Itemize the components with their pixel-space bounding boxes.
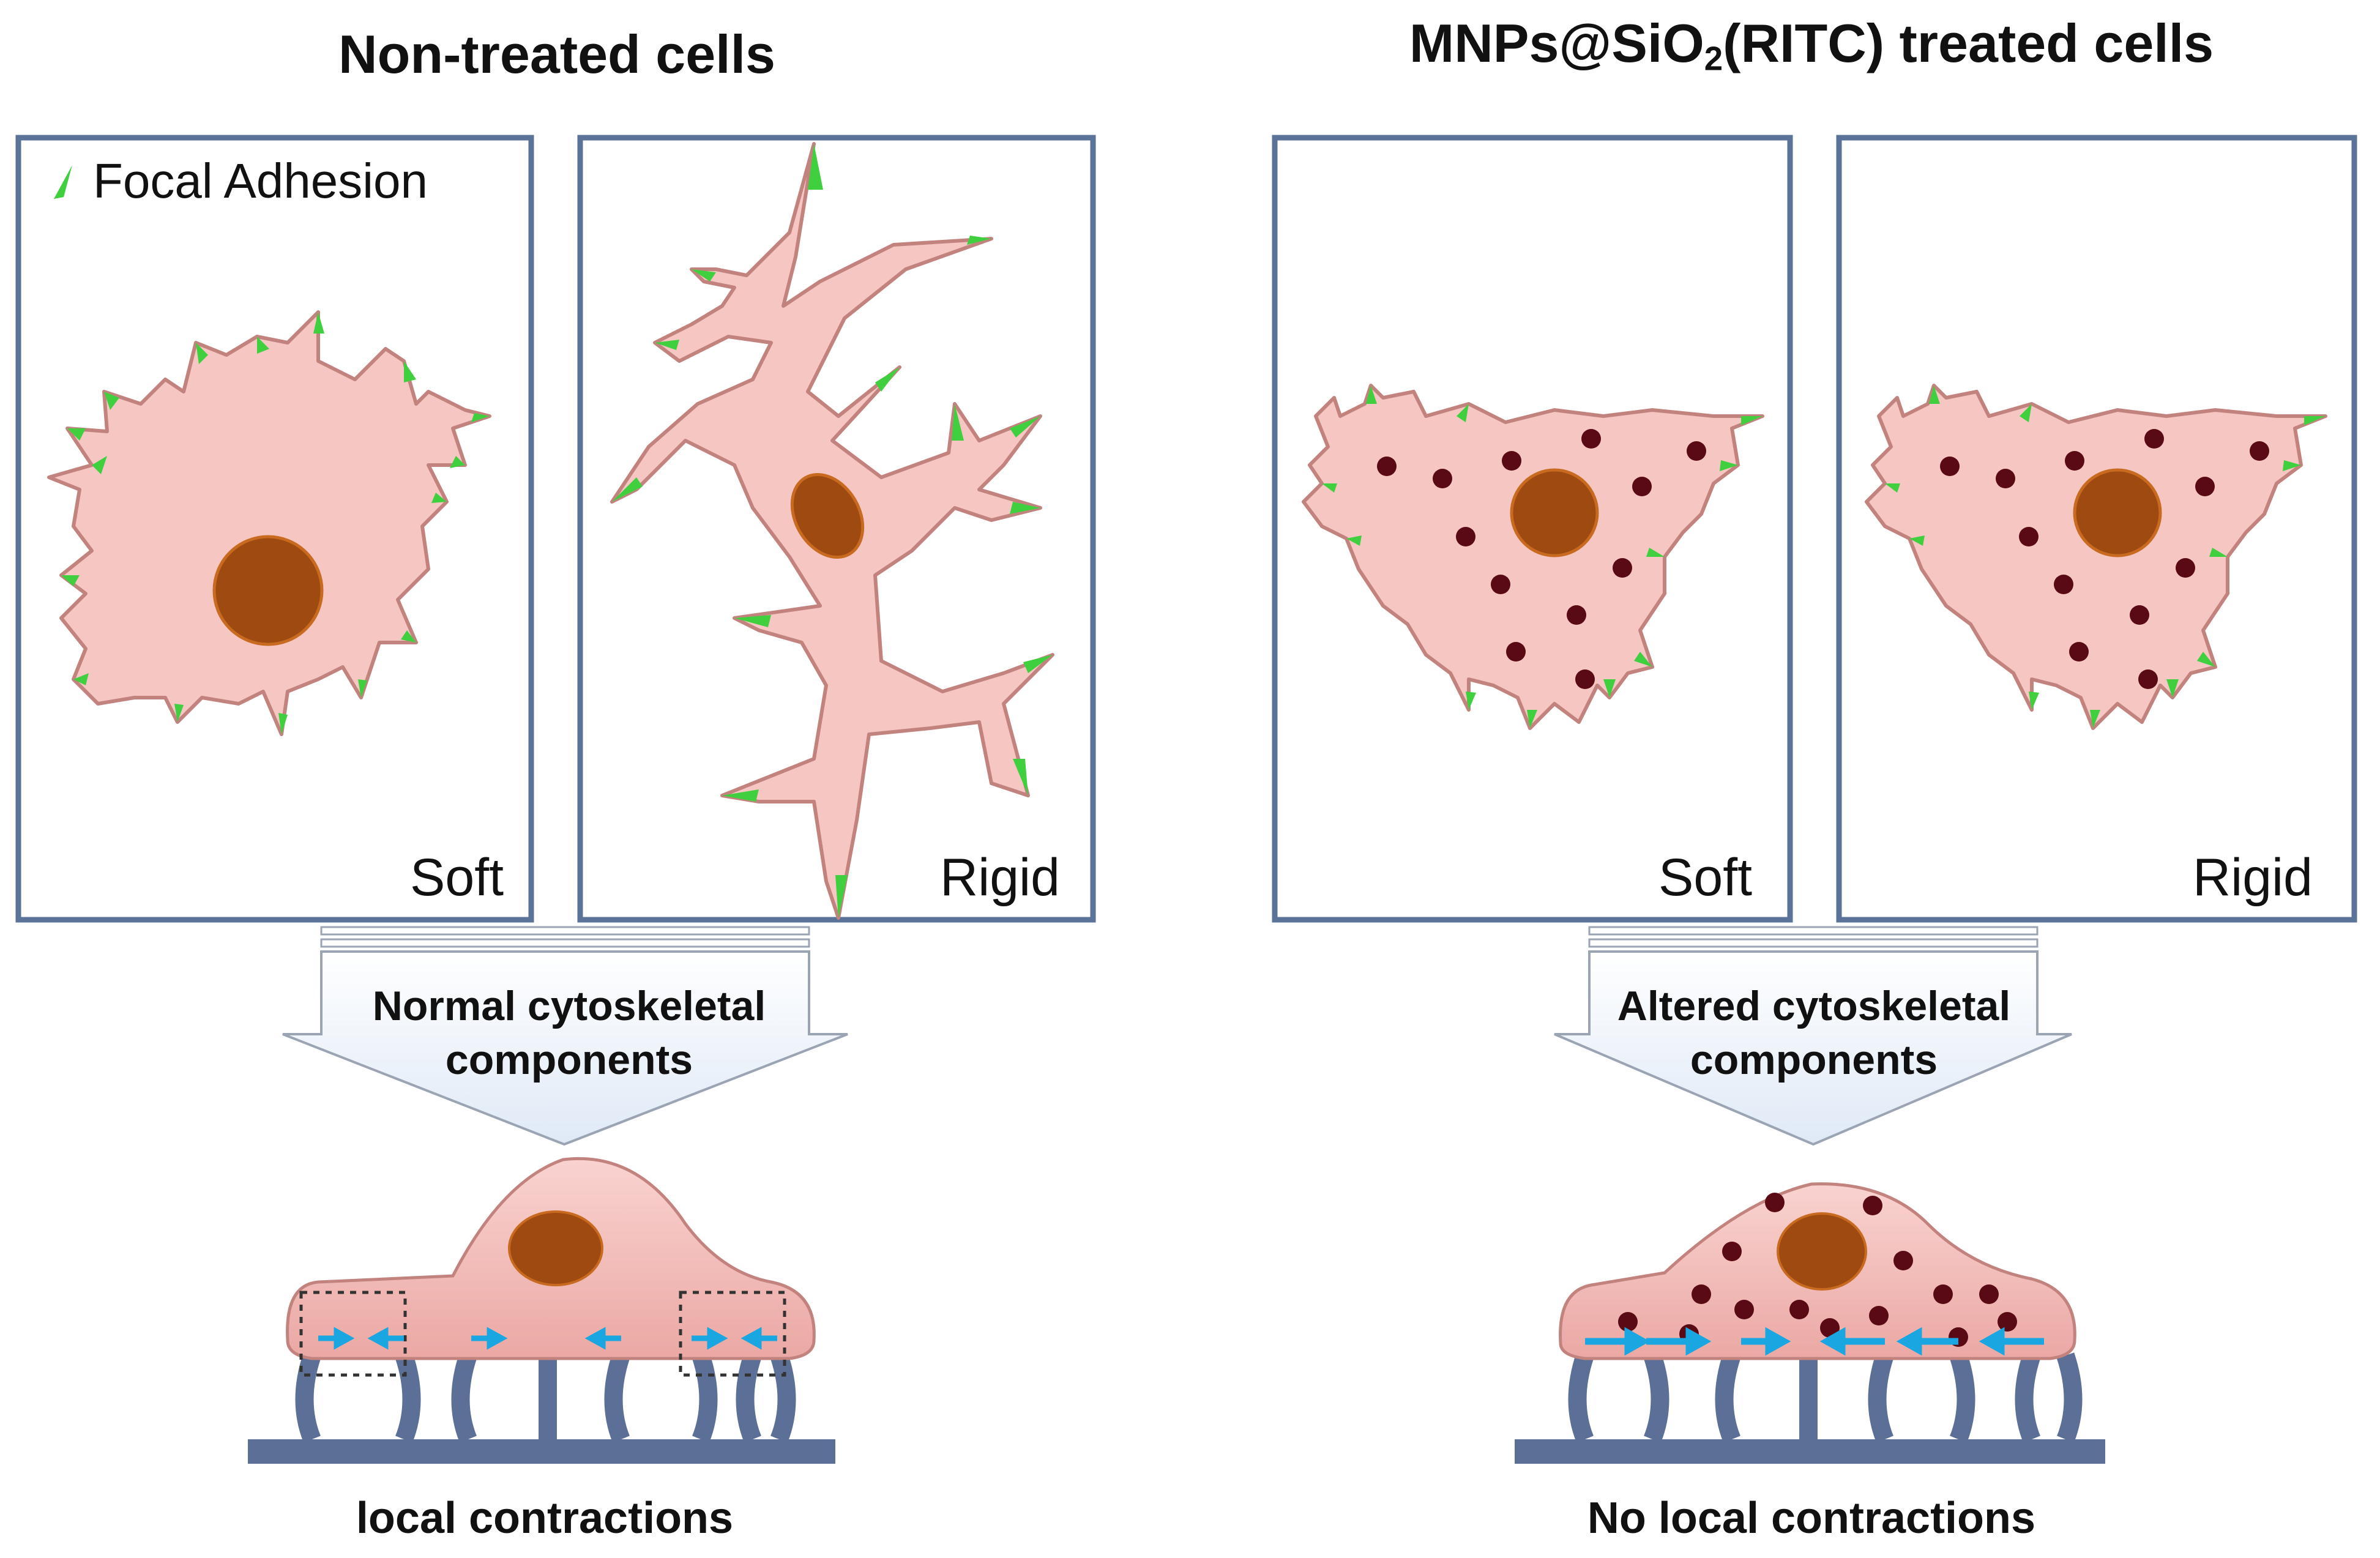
nucleus — [790, 472, 865, 559]
right-arrow-label-line2: components — [1690, 1037, 1938, 1083]
right-arrow-label: Altered cytoskeletal components — [1591, 979, 2037, 1087]
side-view-left — [248, 1157, 835, 1464]
left-arrow-label-line2: components — [445, 1037, 693, 1083]
side-view-right — [1515, 1182, 2105, 1464]
substrate-right — [1515, 1439, 2105, 1464]
nucleus — [1777, 1212, 1867, 1291]
right-rigid-label: Rigid — [2193, 848, 2313, 907]
cell-right-soft — [1302, 384, 1764, 730]
focal-adhesion-legend-label: Focal Adhesion — [93, 154, 428, 208]
nucleus — [508, 1210, 603, 1286]
right-bottom-label: No local contractions — [1587, 1494, 2036, 1543]
nucleus — [1510, 468, 1599, 557]
left-bottom-label: local contractions — [356, 1494, 734, 1543]
left-arrow-label: Normal cytoskeletal components — [330, 979, 808, 1087]
down-arrow-right — [1554, 926, 2072, 1146]
focal-adhesion-legend-icon — [54, 165, 72, 199]
right-title-suffix: (RITC) treated cells — [1723, 13, 2214, 73]
left-rigid-label: Rigid — [940, 848, 1060, 907]
right-title-subscript: 2 — [1704, 40, 1723, 78]
right-title-prefix: MNPs@SiO — [1409, 13, 1704, 73]
right-title: MNPs@SiO2(RITC) treated cells — [1334, 12, 2289, 78]
right-arrow-label-line1: Altered cytoskeletal — [1617, 983, 2011, 1029]
left-arrow-label-line1: Normal cytoskeletal — [372, 983, 766, 1029]
left-soft-label: Soft — [410, 848, 504, 907]
cell-left-soft — [47, 310, 491, 736]
left-title: Non-treated cells — [338, 24, 775, 84]
substrate-left — [248, 1439, 835, 1464]
right-soft-label: Soft — [1658, 848, 1752, 907]
cell-left-rigid — [610, 142, 1054, 920]
nucleus — [2073, 468, 2162, 557]
nucleus — [212, 535, 324, 646]
down-arrow-left — [282, 926, 848, 1146]
cell-right-rigid — [1865, 384, 2327, 730]
